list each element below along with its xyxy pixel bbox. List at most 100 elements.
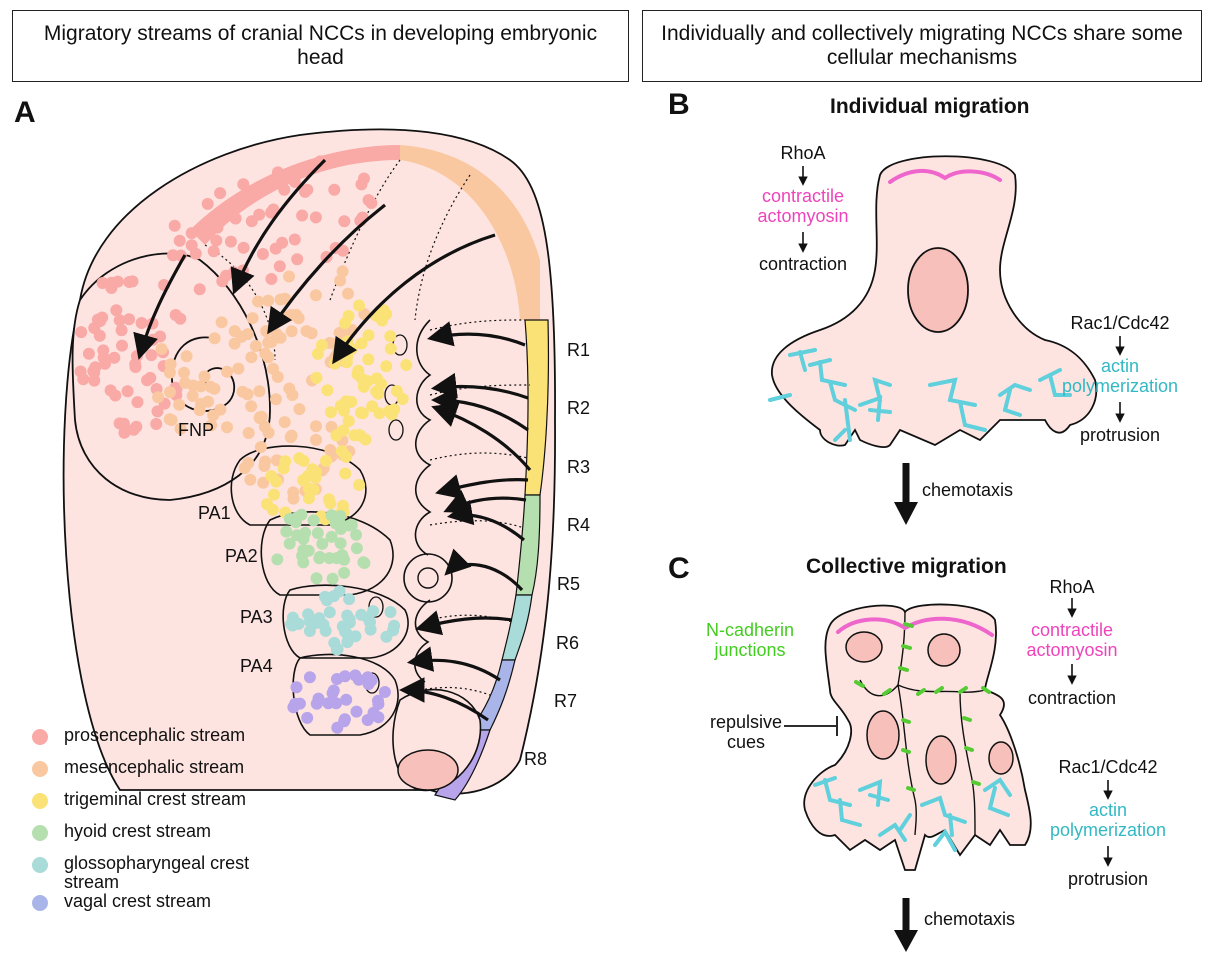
ncc-dot — [355, 407, 367, 419]
ncc-dot — [308, 514, 320, 526]
collective-nucleus-1 — [846, 632, 882, 662]
legend-item-glossopharyngeal: glossopharyngeal crest stream — [28, 854, 294, 892]
ncc-dot — [312, 348, 324, 360]
ncc-dot — [372, 711, 384, 723]
legend-item-vagal: vagal crest stream — [28, 892, 294, 924]
ncc-dot — [220, 270, 232, 282]
ncc-dot — [351, 706, 363, 718]
ncc-dot — [335, 519, 347, 531]
ncc-dot — [287, 486, 299, 498]
ncc-dot — [98, 352, 110, 364]
ncc-dot — [287, 701, 299, 713]
ncc-dot — [336, 445, 348, 457]
ncc-dot — [173, 399, 185, 411]
ncc-dot — [353, 300, 365, 312]
ncc-dot — [232, 363, 244, 375]
ncc-dot — [261, 498, 273, 510]
ncc-dot — [354, 430, 366, 442]
ncc-dot — [187, 380, 199, 392]
ncc-dot — [245, 351, 257, 363]
c-rac-label: Rac1/Cdc42 — [1048, 757, 1168, 777]
r1-label: R1 — [567, 340, 590, 360]
ncc-dot — [174, 235, 186, 247]
ncc-dot — [388, 403, 400, 415]
ncc-dot — [331, 644, 343, 656]
c-protrusion-label: protrusion — [1053, 869, 1163, 889]
ncc-dot — [156, 343, 168, 355]
nerve-tube-3 — [389, 420, 403, 440]
collective-cells — [804, 604, 1031, 870]
ncc-dot — [349, 669, 361, 681]
ncc-dot — [339, 468, 351, 480]
ncc-dot — [225, 236, 237, 248]
ncc-dot — [230, 213, 242, 225]
ncc-dot — [194, 283, 206, 295]
ncc-dot — [83, 348, 95, 360]
b-contraction-label: contraction — [755, 254, 851, 274]
ncc-dot — [244, 474, 256, 486]
ncc-dot — [202, 198, 214, 210]
c-repulsive-label: repulsive cues — [706, 712, 786, 752]
ncc-dot — [199, 371, 211, 383]
ncc-dot — [145, 349, 157, 361]
ncc-dot — [252, 296, 264, 308]
ncc-dot — [166, 414, 178, 426]
ncc-dot — [75, 366, 87, 378]
ncc-dot — [320, 455, 332, 467]
c-rhoa-label: RhoA — [1047, 577, 1097, 597]
c-ncad-label: N-cadherin junctions — [698, 620, 802, 660]
legend-item-trigeminal: trigeminal crest stream — [28, 790, 294, 822]
ncc-dot — [270, 476, 282, 488]
ncc-dot — [341, 351, 353, 363]
ncc-dot — [238, 242, 250, 254]
ncc-dot — [328, 184, 340, 196]
legend-label: prosencephalic stream — [64, 726, 245, 745]
ncc-dot — [298, 544, 310, 556]
legend-item-hyoid: hyoid crest stream — [28, 822, 294, 854]
ncc-dot — [358, 557, 370, 569]
ncc-dot — [293, 403, 305, 415]
ncc-dot — [310, 434, 322, 446]
ncc-dot — [190, 248, 202, 260]
r3-label: R3 — [567, 457, 590, 477]
ncc-dot — [212, 222, 224, 234]
pa3-label: PA3 — [240, 607, 273, 627]
ncc-dot — [339, 626, 351, 638]
ncc-dot — [136, 317, 148, 329]
ncc-dot — [270, 243, 282, 255]
r2-label: R2 — [567, 398, 590, 418]
ncc-dot — [339, 670, 351, 682]
pa1-label: PA1 — [198, 503, 231, 523]
ncc-dot — [216, 316, 228, 328]
ncc-dot — [109, 390, 121, 402]
ncc-dot — [287, 612, 299, 624]
ncc-dot — [89, 361, 101, 373]
ncc-dot — [311, 698, 323, 710]
ncc-dot — [246, 215, 258, 227]
ncc-dot — [339, 317, 351, 329]
r5-label: R5 — [557, 574, 580, 594]
collective-nucleus-4 — [926, 736, 956, 784]
collective-cell-group — [804, 604, 1031, 870]
ncc-dot — [270, 393, 282, 405]
ncc-dot — [351, 542, 363, 554]
ncc-dot — [130, 421, 142, 433]
ncc-dot — [327, 687, 339, 699]
b-rhoa-label: RhoA — [778, 143, 828, 163]
ncc-dot — [279, 455, 291, 467]
ncc-dot — [311, 372, 323, 384]
ncc-dot — [380, 631, 392, 643]
collective-nucleus-5 — [989, 742, 1013, 774]
ncc-dot — [291, 681, 303, 693]
outflow-tract — [398, 750, 458, 790]
ncc-dot — [278, 184, 290, 196]
ncc-dot — [271, 553, 283, 565]
b-rac-label: Rac1/Cdc42 — [1060, 313, 1180, 333]
ncc-dot — [236, 331, 248, 343]
ncc-dot — [304, 671, 316, 683]
b-protrusion-label: protrusion — [1065, 425, 1175, 445]
ncc-dot — [319, 591, 331, 603]
ncc-dot — [208, 245, 220, 257]
r8-label: R8 — [524, 749, 547, 769]
ncc-dot — [108, 352, 120, 364]
